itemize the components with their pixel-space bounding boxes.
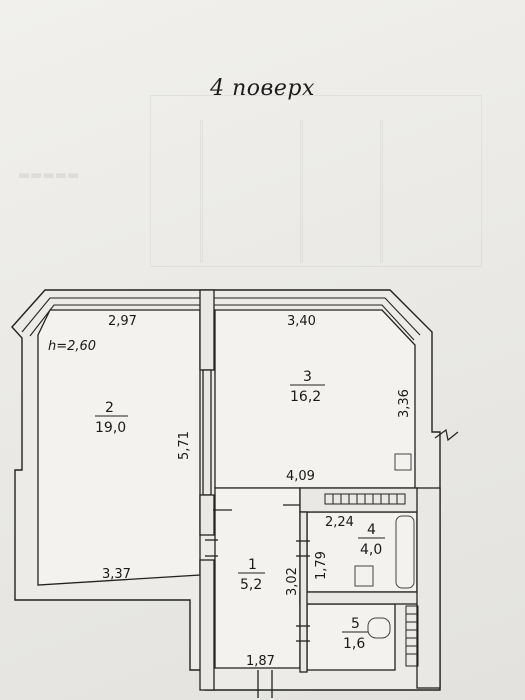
dim-room2-top: 2,97 bbox=[108, 314, 137, 329]
room-5-number: 5 bbox=[351, 616, 360, 632]
partition-wall bbox=[202, 369, 212, 496]
partition-wall bbox=[199, 559, 215, 691]
vent-grille bbox=[332, 494, 398, 504]
partition-wall bbox=[416, 487, 441, 689]
facade-line bbox=[21, 297, 421, 336]
vent-grille bbox=[405, 605, 419, 667]
room-2-number: 2 bbox=[105, 400, 114, 416]
bleed-through-line bbox=[380, 120, 383, 262]
bathtub bbox=[395, 515, 415, 589]
dim-room3-bottom: 4,09 bbox=[286, 469, 315, 484]
partition-wall bbox=[299, 591, 419, 605]
toilet bbox=[367, 617, 391, 639]
room-3-floor bbox=[214, 309, 416, 489]
wall-break-mark bbox=[434, 428, 459, 442]
room-2-floor bbox=[37, 309, 201, 586]
sink bbox=[354, 565, 374, 587]
bleed-through-table bbox=[150, 95, 482, 267]
dim-bath-width: 2,24 bbox=[325, 515, 354, 530]
bleed-through-line bbox=[200, 120, 203, 262]
room-5-area: 1,6 bbox=[343, 636, 365, 652]
room-2-area: 19,0 bbox=[95, 420, 126, 436]
vent-grille bbox=[406, 613, 418, 655]
bleed-through-text: ▬▬▬▬▬ bbox=[18, 168, 80, 183]
room-4-area: 4,0 bbox=[360, 542, 382, 558]
room-3-area: 16,2 bbox=[290, 389, 321, 405]
kitchen-stove bbox=[394, 453, 412, 471]
partition-wall bbox=[199, 289, 215, 371]
ceiling-height: h=2,60 bbox=[48, 339, 96, 354]
room-4-floor bbox=[306, 511, 418, 593]
floor-title: 4 поверх bbox=[210, 76, 315, 101]
dim-room3-top: 3,40 bbox=[287, 314, 316, 329]
dim-bath-depth: 1,79 bbox=[314, 551, 329, 580]
dim-room2-side: 5,71 bbox=[177, 431, 192, 460]
dim-hall-depth: 3,02 bbox=[285, 567, 300, 596]
partition-wall bbox=[299, 511, 308, 673]
room-3-number: 3 bbox=[303, 369, 312, 385]
partition-wall bbox=[199, 494, 215, 536]
dim-room3-right: 3,36 bbox=[397, 389, 412, 418]
bleed-through-line bbox=[300, 120, 303, 262]
room-4-number: 4 bbox=[367, 522, 376, 538]
partition-wall bbox=[299, 487, 419, 513]
dim-room2-bottom: 3,37 bbox=[102, 567, 131, 582]
room-1-area: 5,2 bbox=[240, 577, 262, 593]
room-1-number: 1 bbox=[248, 557, 257, 573]
facade-line bbox=[29, 304, 415, 341]
dim-hall-width: 1,87 bbox=[246, 654, 275, 669]
